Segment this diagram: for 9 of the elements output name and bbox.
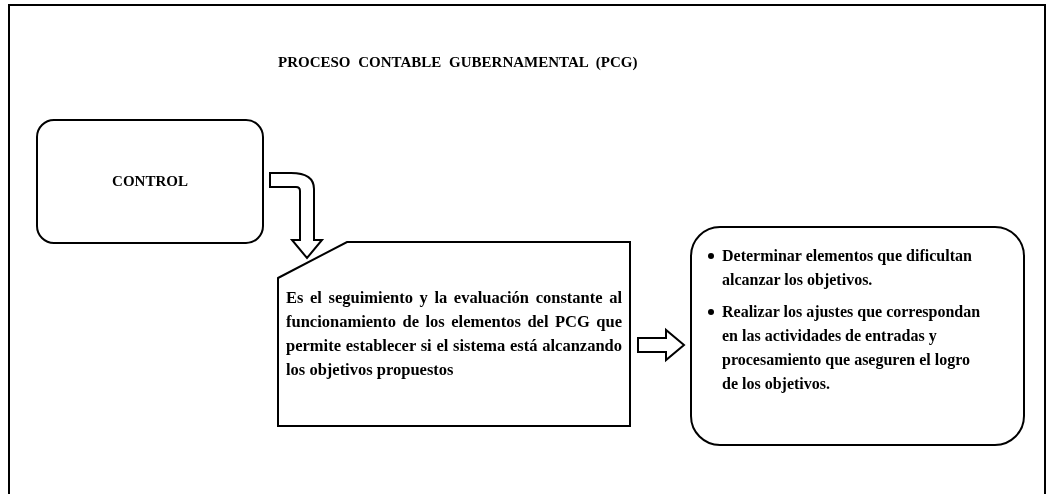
rounded-box [36, 119, 264, 244]
bullet-text: Determinar elementos que dificultan alcanzar los objetivos. [722, 246, 973, 291]
node-text: CONTROL [112, 172, 188, 192]
title: PROCESO CONTABLE GUBERNAMENTAL (PCG) [278, 53, 638, 72]
bullet-text: Realizar los ajustes que correspondan en las actividades de entradas y procesamiento que aseguren el logro de los objetivos. [722, 302, 982, 395]
block-arrow [269, 172, 323, 259]
node-text: Es el seguimiento y la evaluación constante al funcionamiento de los elementos del PCG que permite establecer si el sistema está alcanzando los objetivos propuestos [286, 287, 622, 381]
block-arrow [637, 327, 686, 363]
rounded-box [690, 226, 1025, 446]
